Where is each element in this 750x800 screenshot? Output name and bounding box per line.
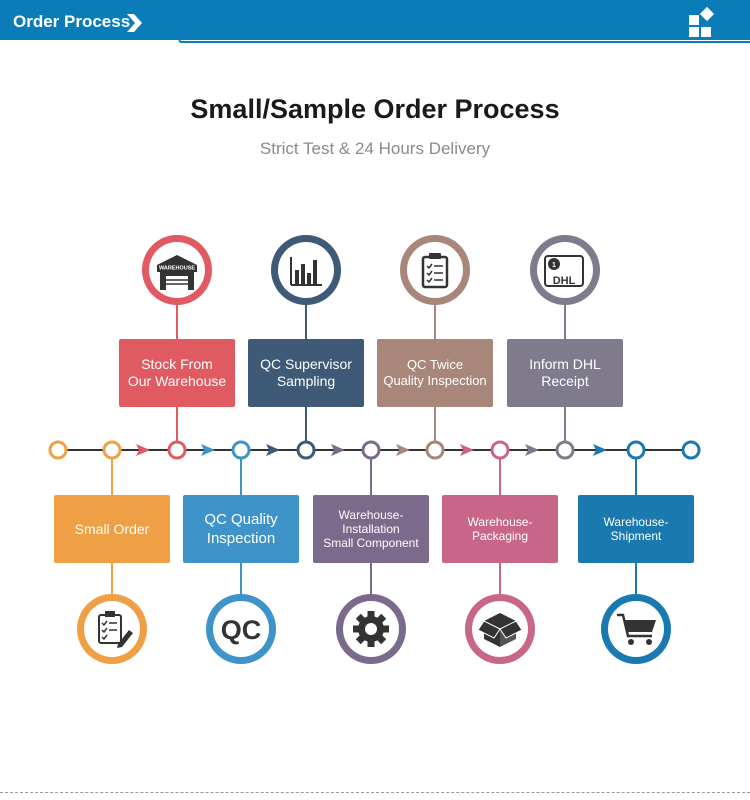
clipboard-check-icon xyxy=(421,253,449,289)
step-label: Warehouse- Shipment xyxy=(603,515,669,543)
step-label: Warehouse- Packaging xyxy=(467,515,533,543)
timeline-arrows xyxy=(136,444,607,456)
arrow-icon xyxy=(201,444,215,456)
timeline-node xyxy=(626,440,646,460)
arrow-icon xyxy=(331,444,345,456)
step-box-warehouse-packaging: Warehouse- Packaging xyxy=(442,495,558,563)
header-title: Order Process xyxy=(13,12,131,31)
arrow-icon xyxy=(525,444,539,456)
footer-divider xyxy=(0,792,750,793)
bar-chart-icon xyxy=(290,257,322,286)
step-label: Inform DHL Receipt xyxy=(529,356,601,389)
arrow-icon xyxy=(136,444,150,456)
step-label: QC Supervisor Sampling xyxy=(260,356,352,389)
dhl-certificate-icon: 1 DHL xyxy=(544,255,584,287)
warehouse-pin: WAREHOUSE xyxy=(142,235,212,305)
cart-pin xyxy=(601,594,671,664)
bar-chart-pin xyxy=(271,235,341,305)
timeline-node xyxy=(231,440,251,460)
warehouse-icon-text: WAREHOUSE xyxy=(159,266,195,272)
gear-pin xyxy=(336,594,406,664)
step-box-qc-supervisor-sampling: QC Supervisor Sampling xyxy=(248,339,364,407)
step-label: QC Twice Quality Inspection xyxy=(383,357,487,388)
order-form-icon xyxy=(98,611,133,648)
order-pin xyxy=(77,594,147,664)
timeline-node xyxy=(361,440,381,460)
timeline-node xyxy=(681,440,701,460)
dhl-pin: 1 DHL xyxy=(530,235,600,305)
step-label: Warehouse- Installation Small Component xyxy=(323,508,419,550)
arrow-icon xyxy=(460,444,474,456)
chevron-right-icon xyxy=(127,14,142,32)
grid-diamond-icon[interactable] xyxy=(689,6,715,37)
step-box-warehouse-installation: Warehouse- Installation Small Component xyxy=(313,495,429,563)
step-box-qc-quality-inspection: QC Quality Inspection xyxy=(183,495,299,563)
step-label: Small Order xyxy=(74,520,150,537)
step-box-inform-dhl: Inform DHL Receipt xyxy=(507,339,623,407)
page-subtitle: Strict Test & 24 Hours Delivery xyxy=(259,139,491,158)
timeline-nodes xyxy=(48,440,701,460)
timeline-node xyxy=(167,440,187,460)
header-background xyxy=(0,0,750,46)
timeline-node xyxy=(102,440,122,460)
step-box-qc-twice: QC Twice Quality Inspection xyxy=(377,339,493,407)
step-box-small-order: Small Order xyxy=(54,495,170,563)
clipboard-pin xyxy=(400,235,470,305)
timeline-node xyxy=(296,440,316,460)
dhl-icon-text: DHL xyxy=(553,275,576,287)
cart-icon xyxy=(617,613,656,645)
qc-pin: QC xyxy=(206,594,276,664)
timeline-node xyxy=(48,440,68,460)
timeline-node xyxy=(490,440,510,460)
warehouse-icon: WAREHOUSE xyxy=(157,255,197,290)
timeline-node xyxy=(425,440,445,460)
qc-icon: QC xyxy=(221,615,262,645)
gear-icon xyxy=(353,611,389,647)
arrow-icon xyxy=(396,444,410,456)
timeline-node xyxy=(555,440,575,460)
step-label: Stock From Our Warehouse xyxy=(127,356,227,389)
box-pin xyxy=(465,594,535,664)
step-box-stock-from-warehouse: Stock From Our Warehouse xyxy=(119,339,235,407)
header-bar: Order Process xyxy=(0,0,750,46)
page-title: Small/Sample Order Process xyxy=(190,94,560,124)
arrow-icon xyxy=(266,444,280,456)
box-icon xyxy=(477,613,523,647)
step-label: QC Quality Inspection xyxy=(204,511,278,547)
step-box-warehouse-shipment: Warehouse- Shipment xyxy=(578,495,694,563)
dhl-badge-text: 1 xyxy=(552,262,556,269)
arrow-icon xyxy=(593,444,607,456)
